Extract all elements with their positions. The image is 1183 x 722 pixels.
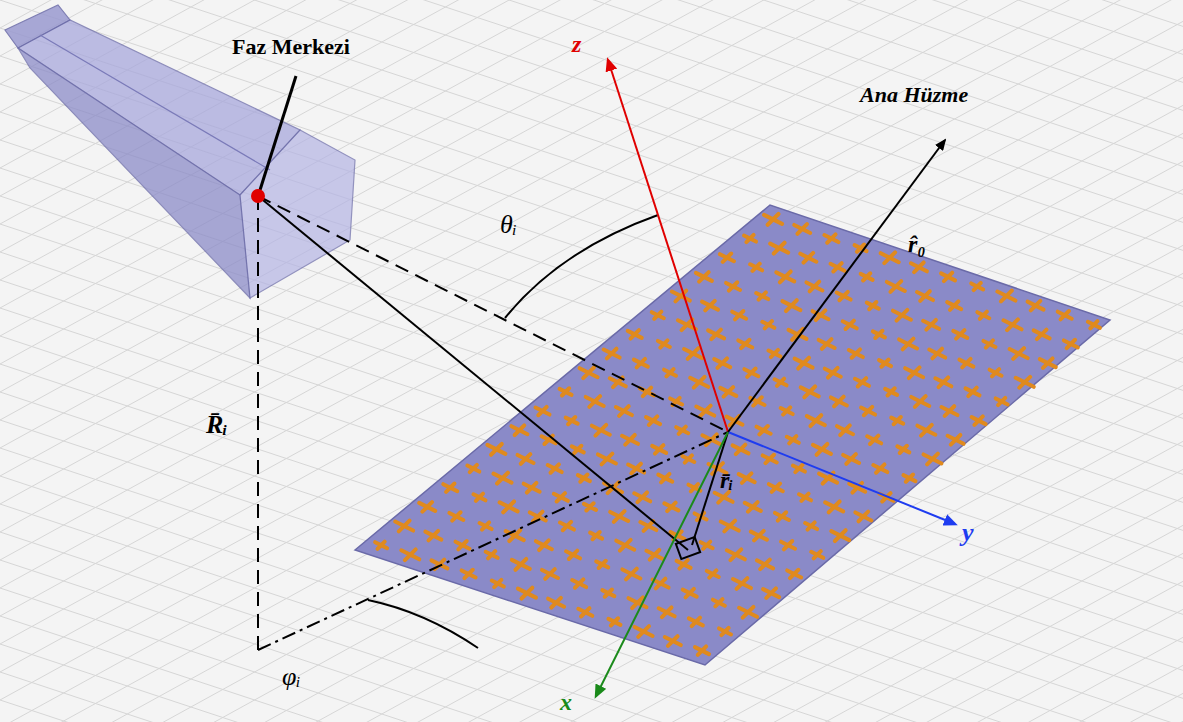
guide-line xyxy=(258,196,728,432)
phi-arc xyxy=(368,600,478,648)
guide-line xyxy=(258,432,728,650)
main-beam-arrow xyxy=(728,140,945,432)
unit-vector-label: r̂₀ xyxy=(908,232,926,256)
reflectarray-plate xyxy=(355,205,1110,665)
angle-label: θᵢ xyxy=(500,212,517,238)
horn-antenna xyxy=(5,5,355,298)
x-axis xyxy=(596,432,728,696)
axis-label: z xyxy=(572,32,581,56)
theta-arc xyxy=(505,215,658,318)
z-axis xyxy=(608,60,728,432)
ri-vector xyxy=(258,196,688,550)
vector-label: r̄ᵢ xyxy=(720,468,733,492)
main-beam-label: Ana Hüzme xyxy=(860,84,968,106)
guide-line xyxy=(257,196,259,650)
vector-label: R̄ᵢ xyxy=(206,412,228,438)
leader-line xyxy=(260,76,296,190)
phase-center-dot xyxy=(251,189,265,203)
phase-center-label: Faz Merkezi xyxy=(232,36,350,58)
axis-label: x xyxy=(560,690,572,714)
y-axis xyxy=(728,432,955,524)
axis-label: y xyxy=(962,520,974,546)
angle-label: φᵢ xyxy=(282,664,301,690)
unit-cell-marker xyxy=(676,537,700,559)
